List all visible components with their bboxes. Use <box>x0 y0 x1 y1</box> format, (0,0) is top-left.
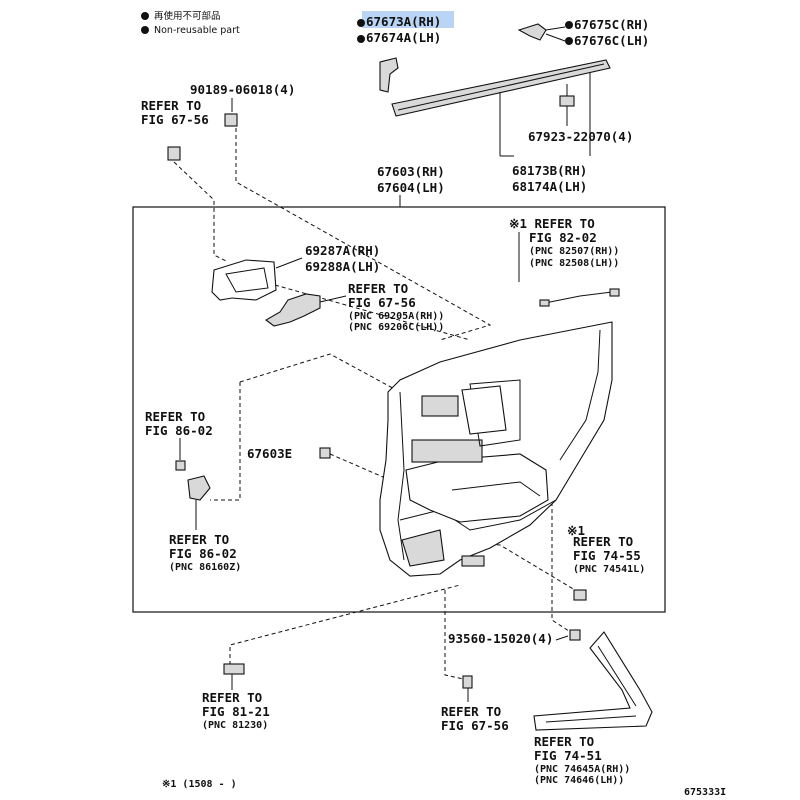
lamp-part-81230 <box>223 663 245 675</box>
refer-fig-86-02-a-fig[interactable]: FIG 86-02 <box>145 423 213 438</box>
refer-fig-67-56-b[interactable]: REFER TO <box>348 281 408 296</box>
clip-part-67673a <box>379 57 399 93</box>
part-label-90189[interactable]: 90189-06018(4) <box>190 82 295 97</box>
part-label-67674a[interactable]: 67674A(LH) <box>366 30 441 45</box>
refer-fig-82-02-pnc2[interactable]: (PNC 82508(LH)) <box>529 258 619 269</box>
refer-fig-67-56-a-fig[interactable]: FIG 67-56 <box>141 112 209 127</box>
refer-fig-82-02-fig[interactable]: FIG 82-02 <box>529 230 597 245</box>
part-label-68173b[interactable]: 68173B(RH) <box>512 163 587 178</box>
refer-fig-74-51-pnc2[interactable]: (PNC 74646(LH)) <box>534 775 624 786</box>
screw-part-93560 <box>569 629 581 641</box>
refer-fig-74-51[interactable]: REFER TO <box>534 734 594 749</box>
refer-fig-67-56-a[interactable]: REFER TO <box>141 98 201 113</box>
refer-fig-82-02[interactable]: ※1 REFER TO <box>509 216 595 231</box>
non-reusable-bullet-icon <box>565 37 573 45</box>
part-label-67603[interactable]: 67603(RH) <box>377 164 445 179</box>
figure-id: 675333I <box>684 787 726 798</box>
refer-fig-74-55-mark[interactable]: ※1 <box>567 523 585 538</box>
retainer-part <box>167 146 181 161</box>
switch-base-part <box>411 439 483 463</box>
refer-fig-74-51-fig[interactable]: FIG 74-51 <box>534 748 602 763</box>
inner-handle-part <box>265 293 321 327</box>
non-reusable-bullet-icon <box>565 21 573 29</box>
screw-part-lower <box>462 675 473 689</box>
weatherstrip-end-part <box>517 23 547 41</box>
door-pocket-lower <box>401 529 445 567</box>
part-label-67675c[interactable]: 67675C(RH) <box>574 17 649 32</box>
clip-part-90189 <box>224 113 238 127</box>
part-label-67676c[interactable]: 67676C(LH) <box>574 33 649 48</box>
part-label-68174a[interactable]: 68174A(LH) <box>512 179 587 194</box>
part-label-69287a[interactable]: 69287A(RH) <box>305 243 380 258</box>
legend-item-en: Non-reusable part <box>154 25 240 36</box>
part-label-67673a[interactable]: 67673A(RH) <box>366 14 441 29</box>
clip-part-67603e <box>319 447 331 459</box>
part-label-67604[interactable]: 67604(LH) <box>377 180 445 195</box>
refer-fig-86-02-b-fig[interactable]: FIG 86-02 <box>169 546 237 561</box>
refer-fig-86-02-a[interactable]: REFER TO <box>145 409 205 424</box>
clip-part-67923 <box>559 95 575 107</box>
refer-fig-81-21-pnc[interactable]: (PNC 81230) <box>202 720 268 731</box>
screw-part <box>175 460 186 471</box>
part-label-69288a[interactable]: 69288A(LH) <box>305 259 380 274</box>
part-label-67603e[interactable]: 67603E <box>247 446 292 461</box>
wire-harness-part <box>544 291 613 304</box>
courtesy-lamp-part <box>187 475 211 501</box>
non-reusable-bullet-icon <box>357 19 365 27</box>
refer-fig-86-02-b-pnc[interactable]: (PNC 86160Z) <box>169 562 241 573</box>
refer-fig-81-21-fig[interactable]: FIG 81-21 <box>202 704 270 719</box>
part-label-93560[interactable]: 93560-15020(4) <box>448 631 553 646</box>
non-reusable-bullet-icon <box>141 12 149 20</box>
armrest-pocket <box>405 453 549 523</box>
armrest-garnish-part <box>533 631 653 731</box>
cover-part-74541l <box>573 589 587 601</box>
refer-fig-74-55-pnc[interactable]: (PNC 74541L) <box>573 564 645 575</box>
refer-fig-82-02-pnc1[interactable]: (PNC 82507(RH)) <box>529 246 619 257</box>
belt-weatherstrip-part <box>391 59 611 117</box>
refer-fig-67-56-b-pnc2[interactable]: (PNC 69206C(LH)) <box>348 322 444 333</box>
assembly-frame <box>132 206 666 613</box>
part-label-67923[interactable]: 67923-22070(4) <box>528 129 633 144</box>
non-reusable-bullet-icon <box>141 26 149 34</box>
refer-fig-74-55-fig[interactable]: FIG 74-55 <box>573 548 641 563</box>
highlight-box <box>362 11 454 28</box>
refer-fig-86-02-b[interactable]: REFER TO <box>169 532 229 547</box>
refer-fig-67-56-c[interactable]: REFER TO <box>441 704 501 719</box>
legend-item-jp: 再使用不可部品 <box>154 10 221 22</box>
refer-fig-74-51-pnc1[interactable]: (PNC 74645A(RH)) <box>534 764 630 775</box>
refer-fig-67-56-c-fig[interactable]: FIG 67-56 <box>441 718 509 733</box>
refer-fig-67-56-b-pnc1[interactable]: (PNC 69205A(RH)) <box>348 311 444 322</box>
refer-fig-74-55[interactable]: REFER TO <box>573 534 633 549</box>
non-reusable-bullet-icon <box>357 35 365 43</box>
power-window-switch-part <box>461 385 507 435</box>
refer-fig-67-56-b-fig[interactable]: FIG 67-56 <box>348 295 416 310</box>
footnote: ※1 (1508 - ) <box>162 779 237 790</box>
inner-handle-bezel-part <box>211 259 277 301</box>
reflector-part <box>461 555 485 567</box>
refer-fig-81-21[interactable]: REFER TO <box>202 690 262 705</box>
